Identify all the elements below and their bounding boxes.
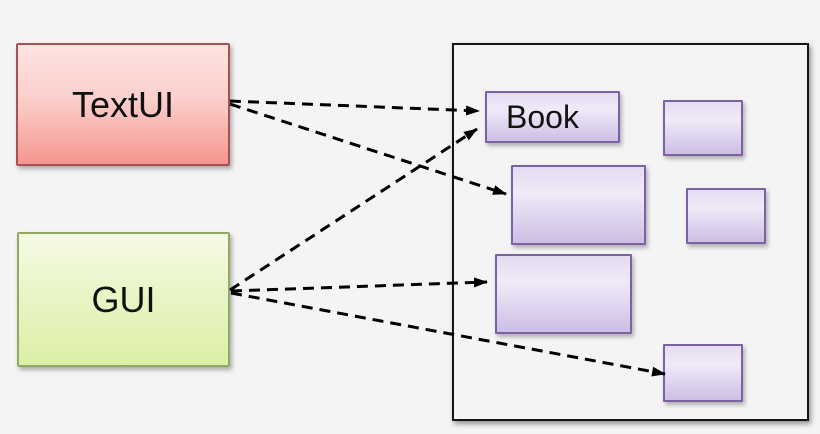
class-box-mid-right	[686, 188, 766, 244]
class-box-lower-left	[495, 254, 632, 334]
class-box-top-right	[663, 100, 743, 156]
book-label: Book	[506, 98, 579, 135]
textui-label: TextUI	[71, 83, 175, 125]
gui-box: GUI	[17, 232, 230, 367]
gui-label: GUI	[91, 278, 156, 320]
class-box-bottom-right	[663, 344, 743, 402]
class-box-book: Book	[485, 91, 620, 143]
arrow-gui-to-lower-left	[230, 277, 488, 293]
arrow-textui-to-book	[229, 99, 480, 116]
textui-box: TextUI	[16, 43, 230, 166]
class-box-mid-left	[511, 165, 646, 245]
arrow-gui-to-book	[229, 127, 478, 292]
